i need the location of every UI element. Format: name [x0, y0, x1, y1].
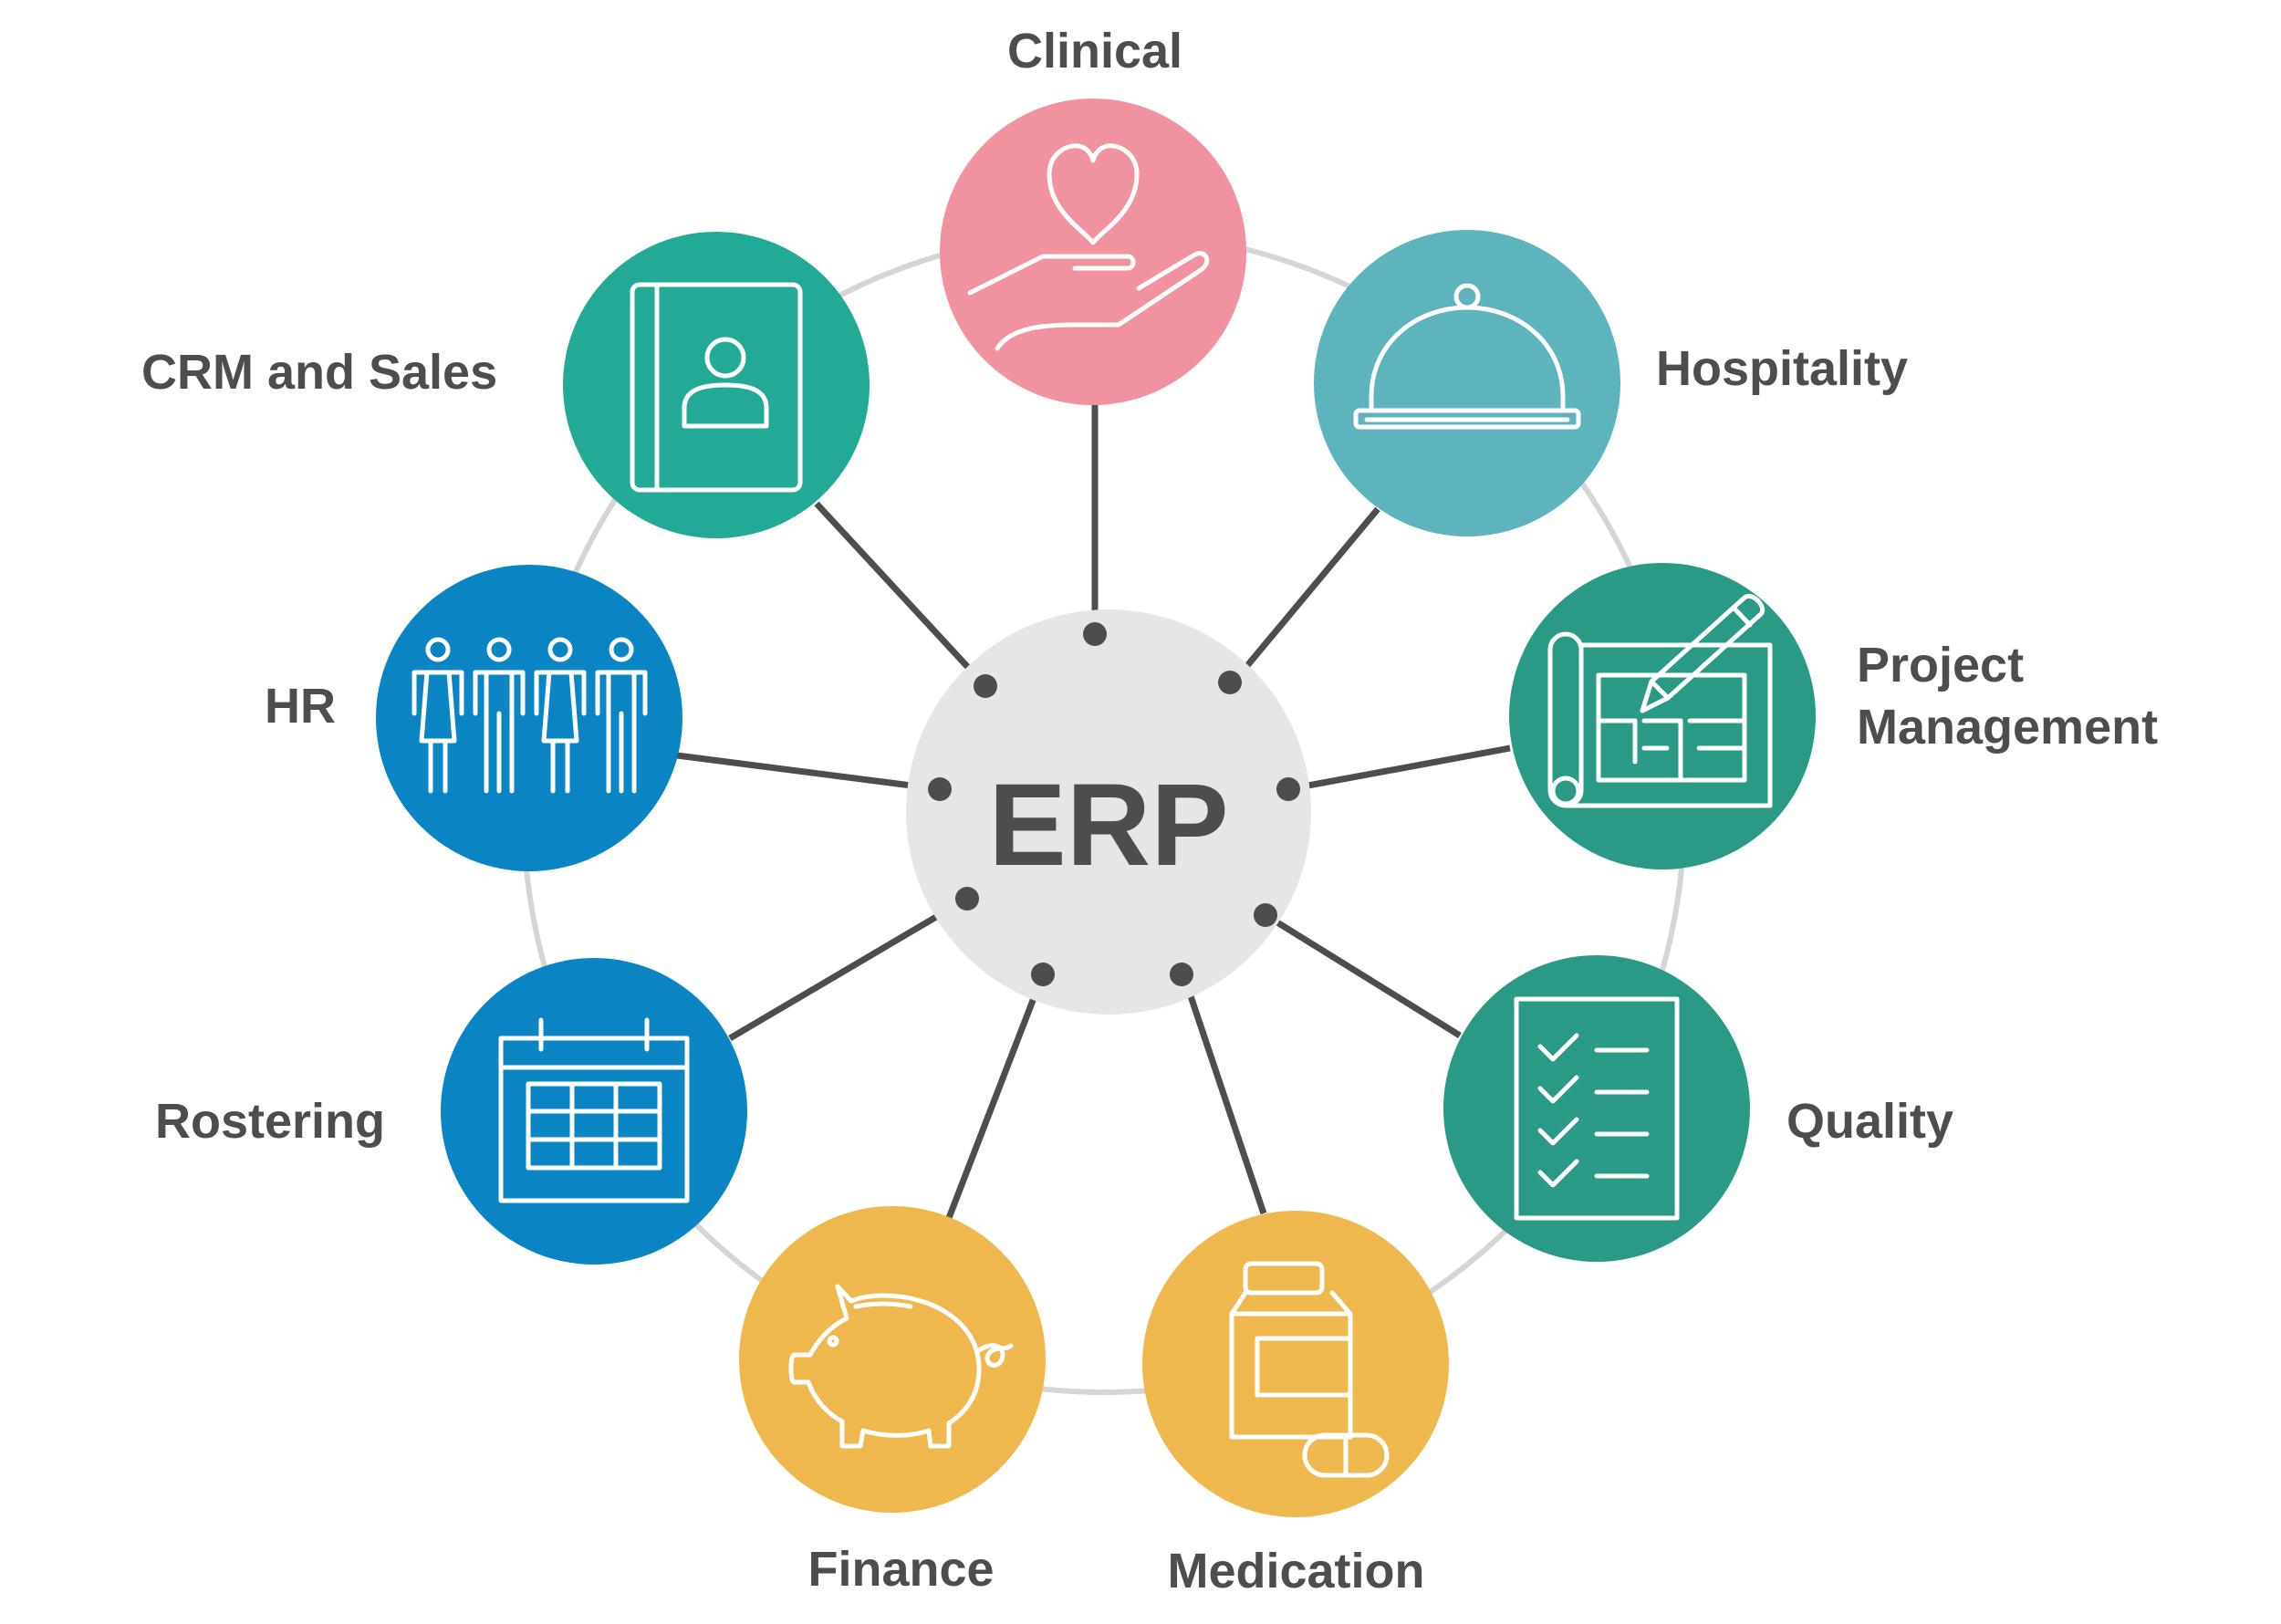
connector-project-management: [1287, 744, 1511, 793]
module-circle-clinical: [940, 99, 1246, 405]
dot-hospitality: [1218, 671, 1242, 694]
label-hr: HR: [265, 679, 336, 734]
label-finance: Finance: [807, 1542, 995, 1597]
dot-rostering: [955, 887, 979, 911]
connector-hr: [676, 752, 941, 793]
piggy-bank-icon: [788, 1284, 1014, 1449]
dot-clinical: [1083, 622, 1107, 646]
connector-dots: [928, 622, 1300, 986]
connector-crm-and-sales: [814, 501, 988, 689]
module-circle-finance: [739, 1206, 1046, 1513]
checklist-icon: [1514, 996, 1680, 1221]
dot-finance: [1031, 963, 1055, 986]
module-circle-project-management: [1509, 563, 1816, 869]
erp-center-circle: [906, 609, 1311, 1015]
medicine-bottle-icon: [1229, 1261, 1390, 1478]
connector-rostering: [728, 895, 969, 1042]
connector-medication: [1180, 973, 1267, 1215]
dot-project-management: [1276, 777, 1300, 801]
contact-book-icon: [630, 282, 803, 493]
dot-hr: [928, 777, 952, 801]
label-quality: Quality: [1786, 1094, 1954, 1149]
module-circle-hospitality: [1314, 230, 1620, 536]
connectors: [676, 401, 1511, 1220]
erp-center-label: ERP: [988, 760, 1229, 890]
heart-in-hand-icon: [967, 143, 1210, 351]
label-crm-and-sales: CRM and Sales: [141, 345, 498, 400]
connector-hospitality: [1229, 506, 1380, 687]
calendar-icon: [498, 1017, 690, 1203]
label-project-management: Project Management: [1857, 638, 2159, 755]
label-clinical: Clinical: [1006, 24, 1183, 78]
blueprint-pencil-icon: [1547, 593, 1773, 808]
label-hospitality: Hospitality: [1656, 341, 1909, 396]
connector-finance: [945, 973, 1047, 1220]
people-icon: [411, 637, 648, 794]
dot-quality: [1254, 903, 1277, 927]
module-circle-medication: [1142, 1211, 1449, 1517]
cloche-icon: [1353, 283, 1581, 430]
connector-quality: [1264, 912, 1462, 1038]
module-circle-quality: [1443, 955, 1750, 1262]
module-circle-hr: [376, 565, 682, 871]
label-medication: Medication: [1167, 1544, 1425, 1598]
label-rostering: Rostering: [155, 1094, 386, 1149]
dot-crm-and-sales: [974, 674, 997, 698]
dot-medication: [1170, 963, 1193, 986]
